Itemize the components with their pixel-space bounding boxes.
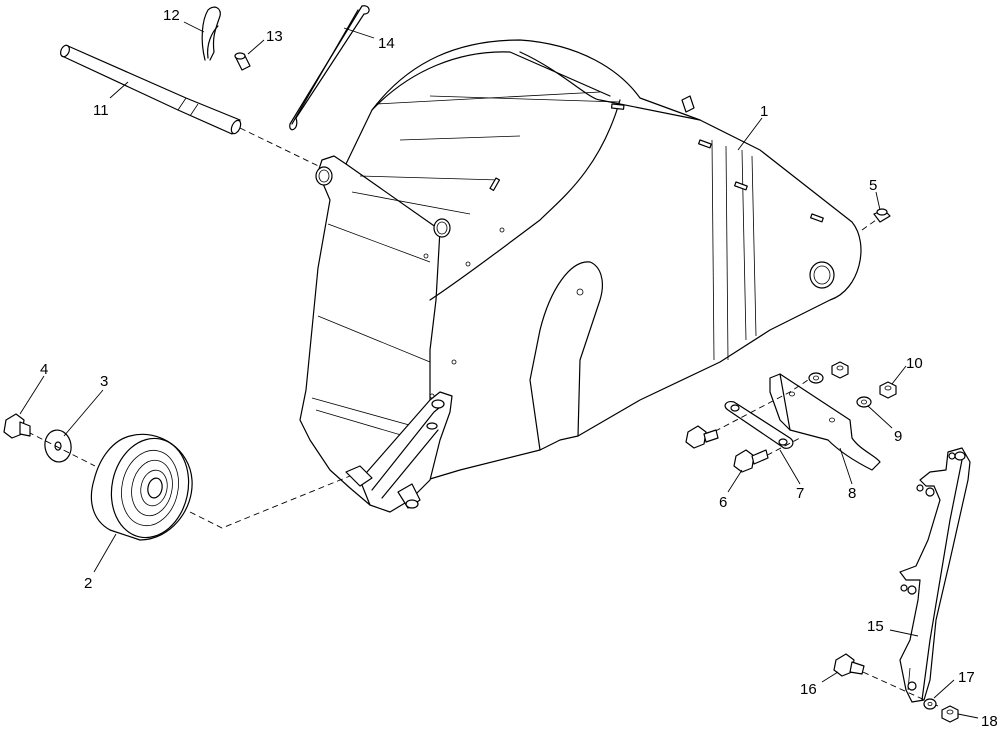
- callout-labels: 1 2 3 4 5 6 7 8 9 10 11 12 13 14 15 16 1…: [40, 7, 998, 730]
- callout-12: 12: [163, 7, 180, 24]
- part-8-bracket-plate: [769, 373, 881, 471]
- part-1-guard-housing: [299, 39, 862, 506]
- callout-15: 15: [867, 618, 884, 635]
- part-7-link-plate: [724, 401, 794, 449]
- callout-8: 8: [848, 485, 856, 502]
- callout-1: 1: [760, 103, 768, 120]
- part-4-bolt: [3, 413, 31, 439]
- callout-16: 16: [800, 681, 817, 698]
- part-6-bolt-lower: [733, 449, 769, 473]
- callout-2: 2: [84, 575, 92, 592]
- plate-axis-line: [705, 379, 809, 437]
- callout-7: 7: [796, 485, 804, 502]
- leader-lines: [19, 21, 979, 719]
- part-9-washer-upper: [808, 372, 824, 384]
- part-12-hairpin-clip: [201, 6, 221, 61]
- part-18-nut: [941, 705, 959, 723]
- part-11-shaft: [60, 44, 242, 135]
- part-14-lanyard: [289, 5, 370, 131]
- callout-5: 5: [869, 177, 877, 194]
- part-6-bolt-upper: [685, 425, 719, 449]
- roller-axis-line: [189, 475, 351, 529]
- part-10-nut-lower: [879, 381, 897, 399]
- callout-13: 13: [266, 28, 283, 45]
- bolt-washer-axis: [27, 431, 96, 467]
- plate-axis-line-2: [757, 437, 801, 461]
- callout-11: 11: [93, 102, 109, 119]
- callout-17: 17: [958, 669, 975, 686]
- guard-slide-arm: [345, 391, 453, 513]
- part-15-fasteners: [900, 451, 966, 691]
- part-15-rail-bracket: [899, 447, 971, 703]
- part-2-roller-wheel: [90, 433, 193, 541]
- part-5-grease-fitting: [873, 208, 891, 223]
- part-13-cap-screw: [234, 52, 251, 71]
- callout-18: 18: [981, 713, 998, 730]
- part-16-bolt: [833, 653, 865, 677]
- callout-10: 10: [906, 355, 923, 372]
- fitting-axis-line: [861, 219, 877, 231]
- part-9-washer-lower: [856, 396, 872, 408]
- part-3-washer: [44, 429, 72, 463]
- rail-axis-line: [853, 667, 939, 707]
- part-10-nut-upper: [831, 361, 849, 379]
- part-17-washer: [923, 698, 937, 710]
- callout-14: 14: [378, 35, 395, 52]
- callout-4: 4: [40, 361, 48, 378]
- callout-3: 3: [100, 373, 108, 390]
- callout-6: 6: [719, 494, 727, 511]
- callout-9: 9: [894, 428, 902, 445]
